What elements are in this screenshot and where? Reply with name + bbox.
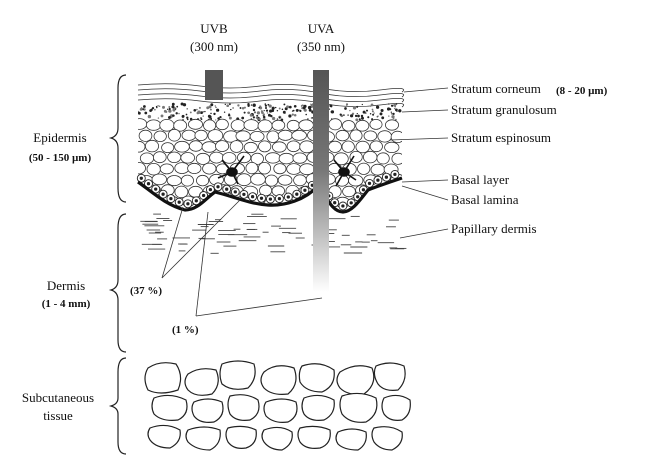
basal-layer-cells — [136, 169, 400, 211]
subcutaneous-fat-cells — [144, 360, 411, 451]
percentage-pointer-lines — [161, 199, 323, 317]
uva-percentage-label: (1 %) — [172, 324, 199, 336]
basal-lamina-label: Basal lamina — [451, 192, 519, 207]
uvb-percentage-label: (37 %) — [130, 285, 162, 297]
stratum-espinosum-label: Stratum espinosum — [451, 130, 551, 145]
epidermis-brace — [108, 74, 127, 203]
uva-label: UVA — [308, 21, 335, 36]
subcutaneous-brace — [108, 357, 127, 455]
uva-beam — [313, 70, 329, 292]
dermis-thickness: (1 - 4 mm) — [42, 298, 91, 310]
stratum-corneum-thickness: (8 - 20 µm) — [556, 85, 608, 97]
uva-wavelength: (350 nm) — [297, 39, 345, 54]
tissue-label: tissue — [43, 408, 73, 423]
epidermis-thickness: (50 - 150 µm) — [29, 152, 92, 164]
papillary-dermis-label: Papillary dermis — [451, 221, 537, 236]
basal-layer-label: Basal layer — [451, 172, 510, 187]
uvb-beam — [205, 70, 223, 100]
epidermis-layers — [136, 83, 405, 214]
dermis-label: Dermis — [47, 278, 85, 293]
melanocytes — [217, 155, 357, 187]
subcutaneous-label: Subcutaneous — [22, 390, 94, 405]
dermis-brace — [108, 213, 127, 353]
uvb-wavelength: (300 nm) — [190, 39, 238, 54]
leader-lines — [389, 87, 449, 239]
stratum-granulosum-label: Stratum granulosum — [451, 102, 557, 117]
basal-lamina-line — [137, 176, 403, 214]
stratum-corneum-label: Stratum corneum — [451, 81, 541, 96]
stratum-granulosum-layer — [138, 102, 402, 122]
epidermis-label: Epidermis — [33, 130, 86, 145]
papillary-dermis-texture — [140, 213, 407, 255]
uvb-label: UVB — [200, 21, 228, 36]
stratum-corneum-layer — [137, 83, 405, 108]
